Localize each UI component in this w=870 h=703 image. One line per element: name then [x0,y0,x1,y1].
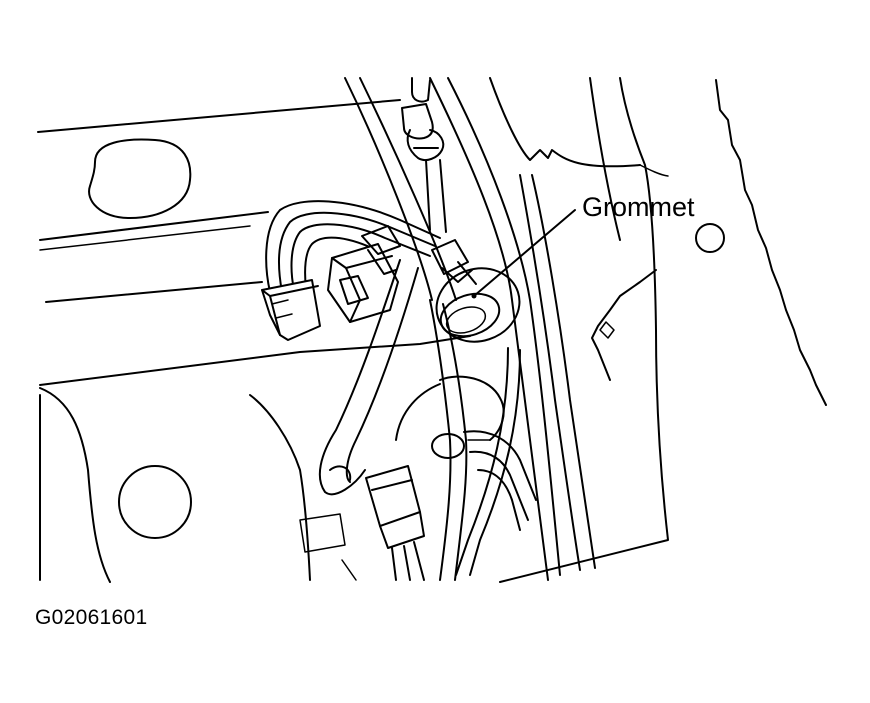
body-panel [37,99,471,583]
lower-wires [318,259,521,581]
grommet [431,239,521,343]
pillar-frame [344,77,827,583]
middle-connector [327,225,401,323]
grommet-leader-dot [471,293,477,299]
figure-id: G02061601 [35,606,148,629]
wire-harness [265,200,441,293]
mounting-boss [395,375,537,531]
upper-wire [401,77,447,233]
grommet-callout-label: Grommet [582,192,695,222]
grommet-leader-line [473,209,576,297]
left-connector [261,279,321,341]
lower-connector [365,465,425,581]
